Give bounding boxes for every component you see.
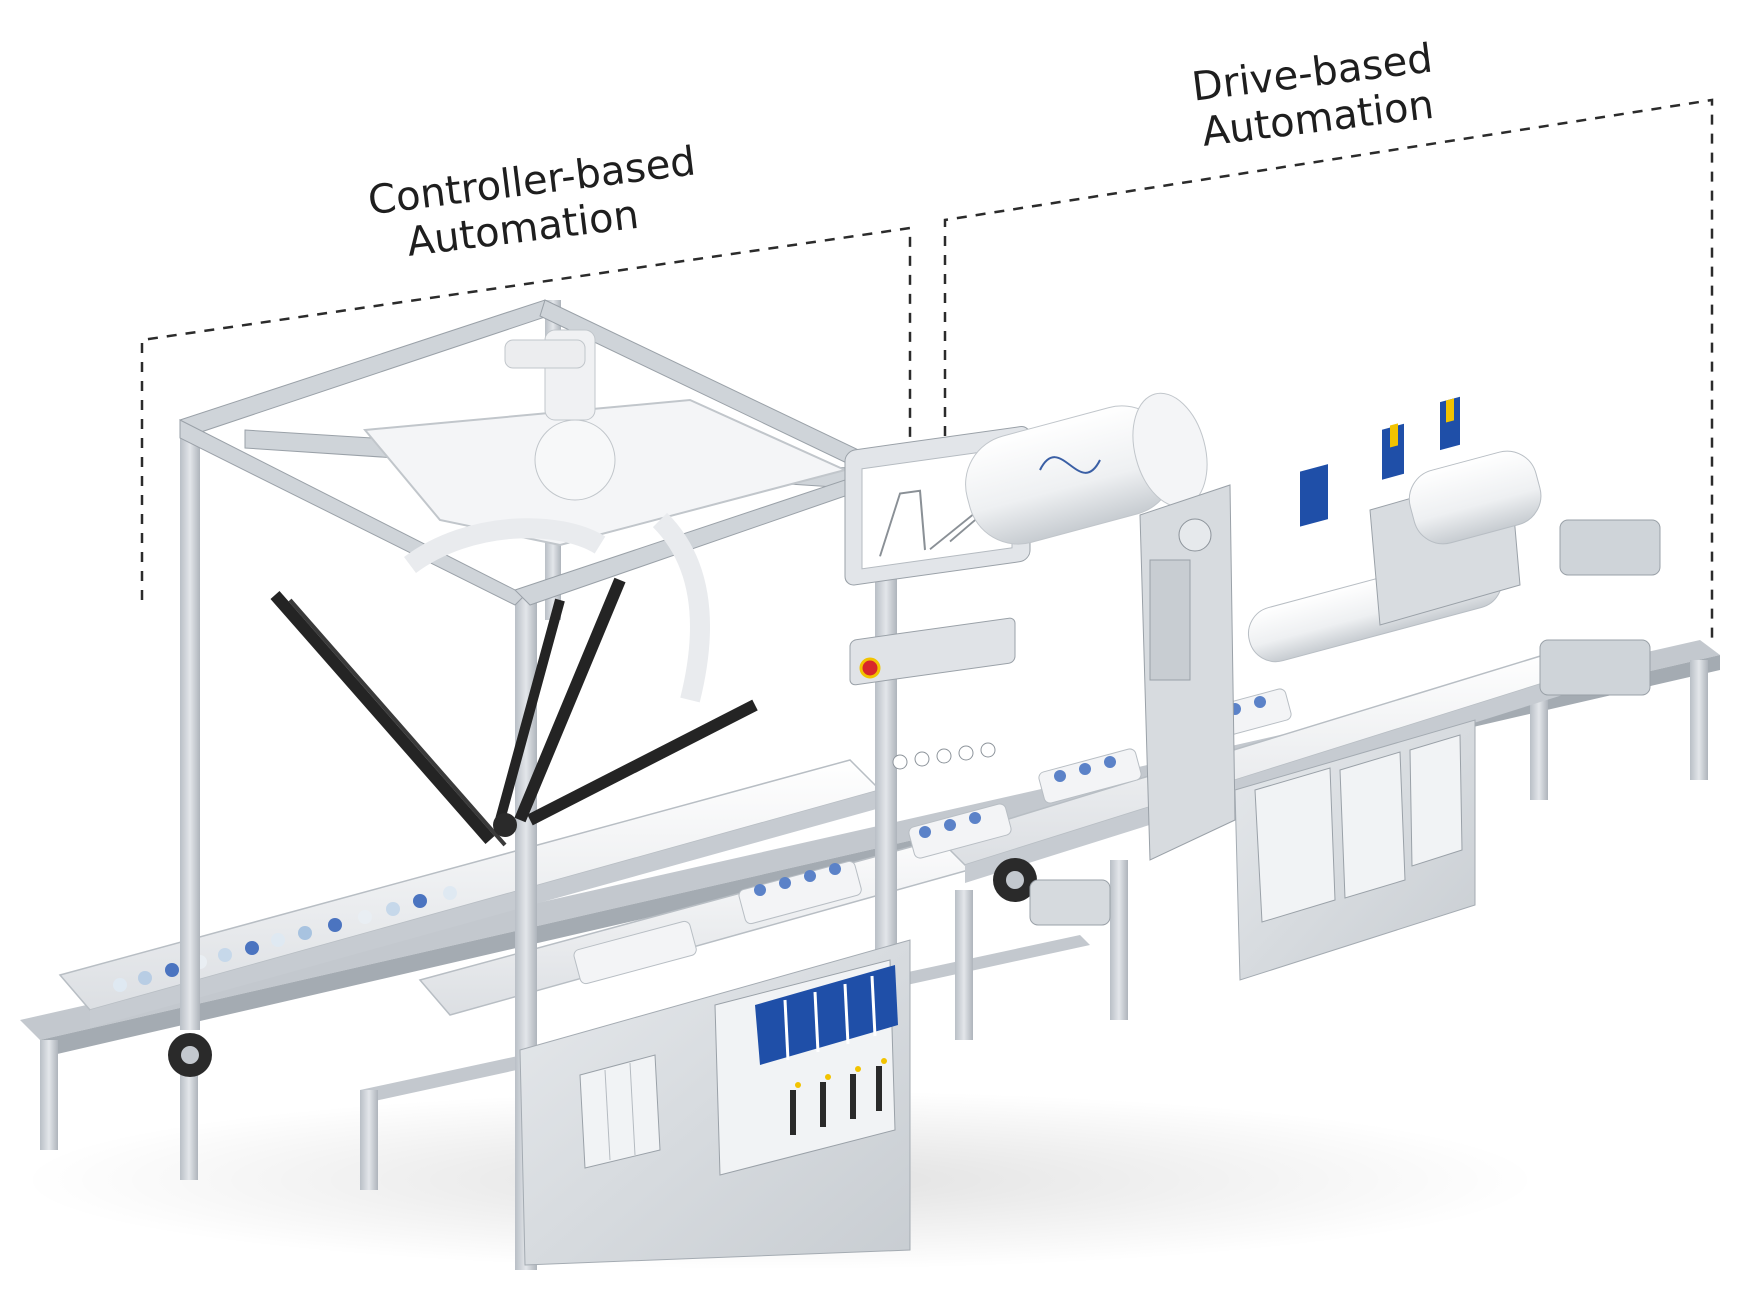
tray (738, 860, 862, 925)
drive-zone-boundary (943, 98, 1714, 640)
drive-panel-right (1234, 396, 1476, 981)
hmi-panel (844, 426, 1031, 770)
control-panel-main (519, 939, 911, 1266)
film-roll-unit (965, 392, 1661, 861)
tray (573, 920, 697, 985)
servo-drive (1254, 396, 1463, 923)
conveyor-main (58, 759, 882, 1077)
delta-robot (270, 329, 848, 847)
emergency-stop (859, 657, 881, 679)
products (113, 688, 1292, 992)
conveyor-drive (938, 649, 1587, 926)
controller-zone-boundary (140, 226, 912, 600)
tray (908, 803, 1012, 859)
